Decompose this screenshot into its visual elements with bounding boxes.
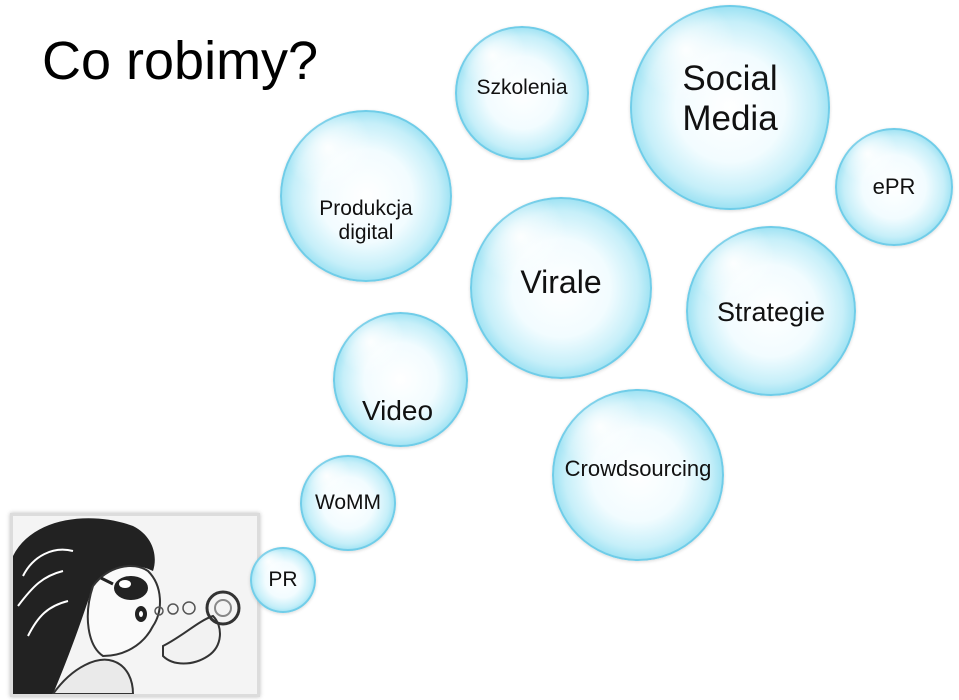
bubble-label: Virale xyxy=(520,264,602,301)
bubble-social-media: Social Media xyxy=(630,5,830,210)
bubble-label: Social Media xyxy=(682,59,778,138)
bubble-label: Crowdsourcing xyxy=(564,455,712,481)
bubble-pr: PR xyxy=(250,547,316,613)
bubble-szkolenia: Szkolenia xyxy=(455,26,589,160)
bubble-label: Szkolenia xyxy=(476,76,568,100)
bubble-epr: ePR xyxy=(835,128,953,246)
bubble-label: Strategie xyxy=(716,296,826,327)
bubble-label: ePR xyxy=(872,173,916,199)
bubble-strategie: Strategie xyxy=(686,226,856,396)
bubble-virale: Virale xyxy=(470,197,652,379)
bubble-produkcja-digital: Produkcja digital xyxy=(280,110,452,282)
bubble-crowdsourcing: Crowdsourcing xyxy=(552,389,724,561)
bubble-label: Produkcja digital xyxy=(319,197,413,244)
bubble-label: Video xyxy=(361,394,434,426)
bubble-womm: WoMM xyxy=(300,455,396,551)
bubble-video: Video xyxy=(333,312,468,447)
photo-woman-blowing-bubbles xyxy=(10,513,260,697)
bubble-label: PR xyxy=(268,568,298,592)
bubble-label: WoMM xyxy=(314,491,382,515)
slide-title: Co robimy? xyxy=(42,31,319,91)
illustration-woman-icon xyxy=(13,518,241,694)
